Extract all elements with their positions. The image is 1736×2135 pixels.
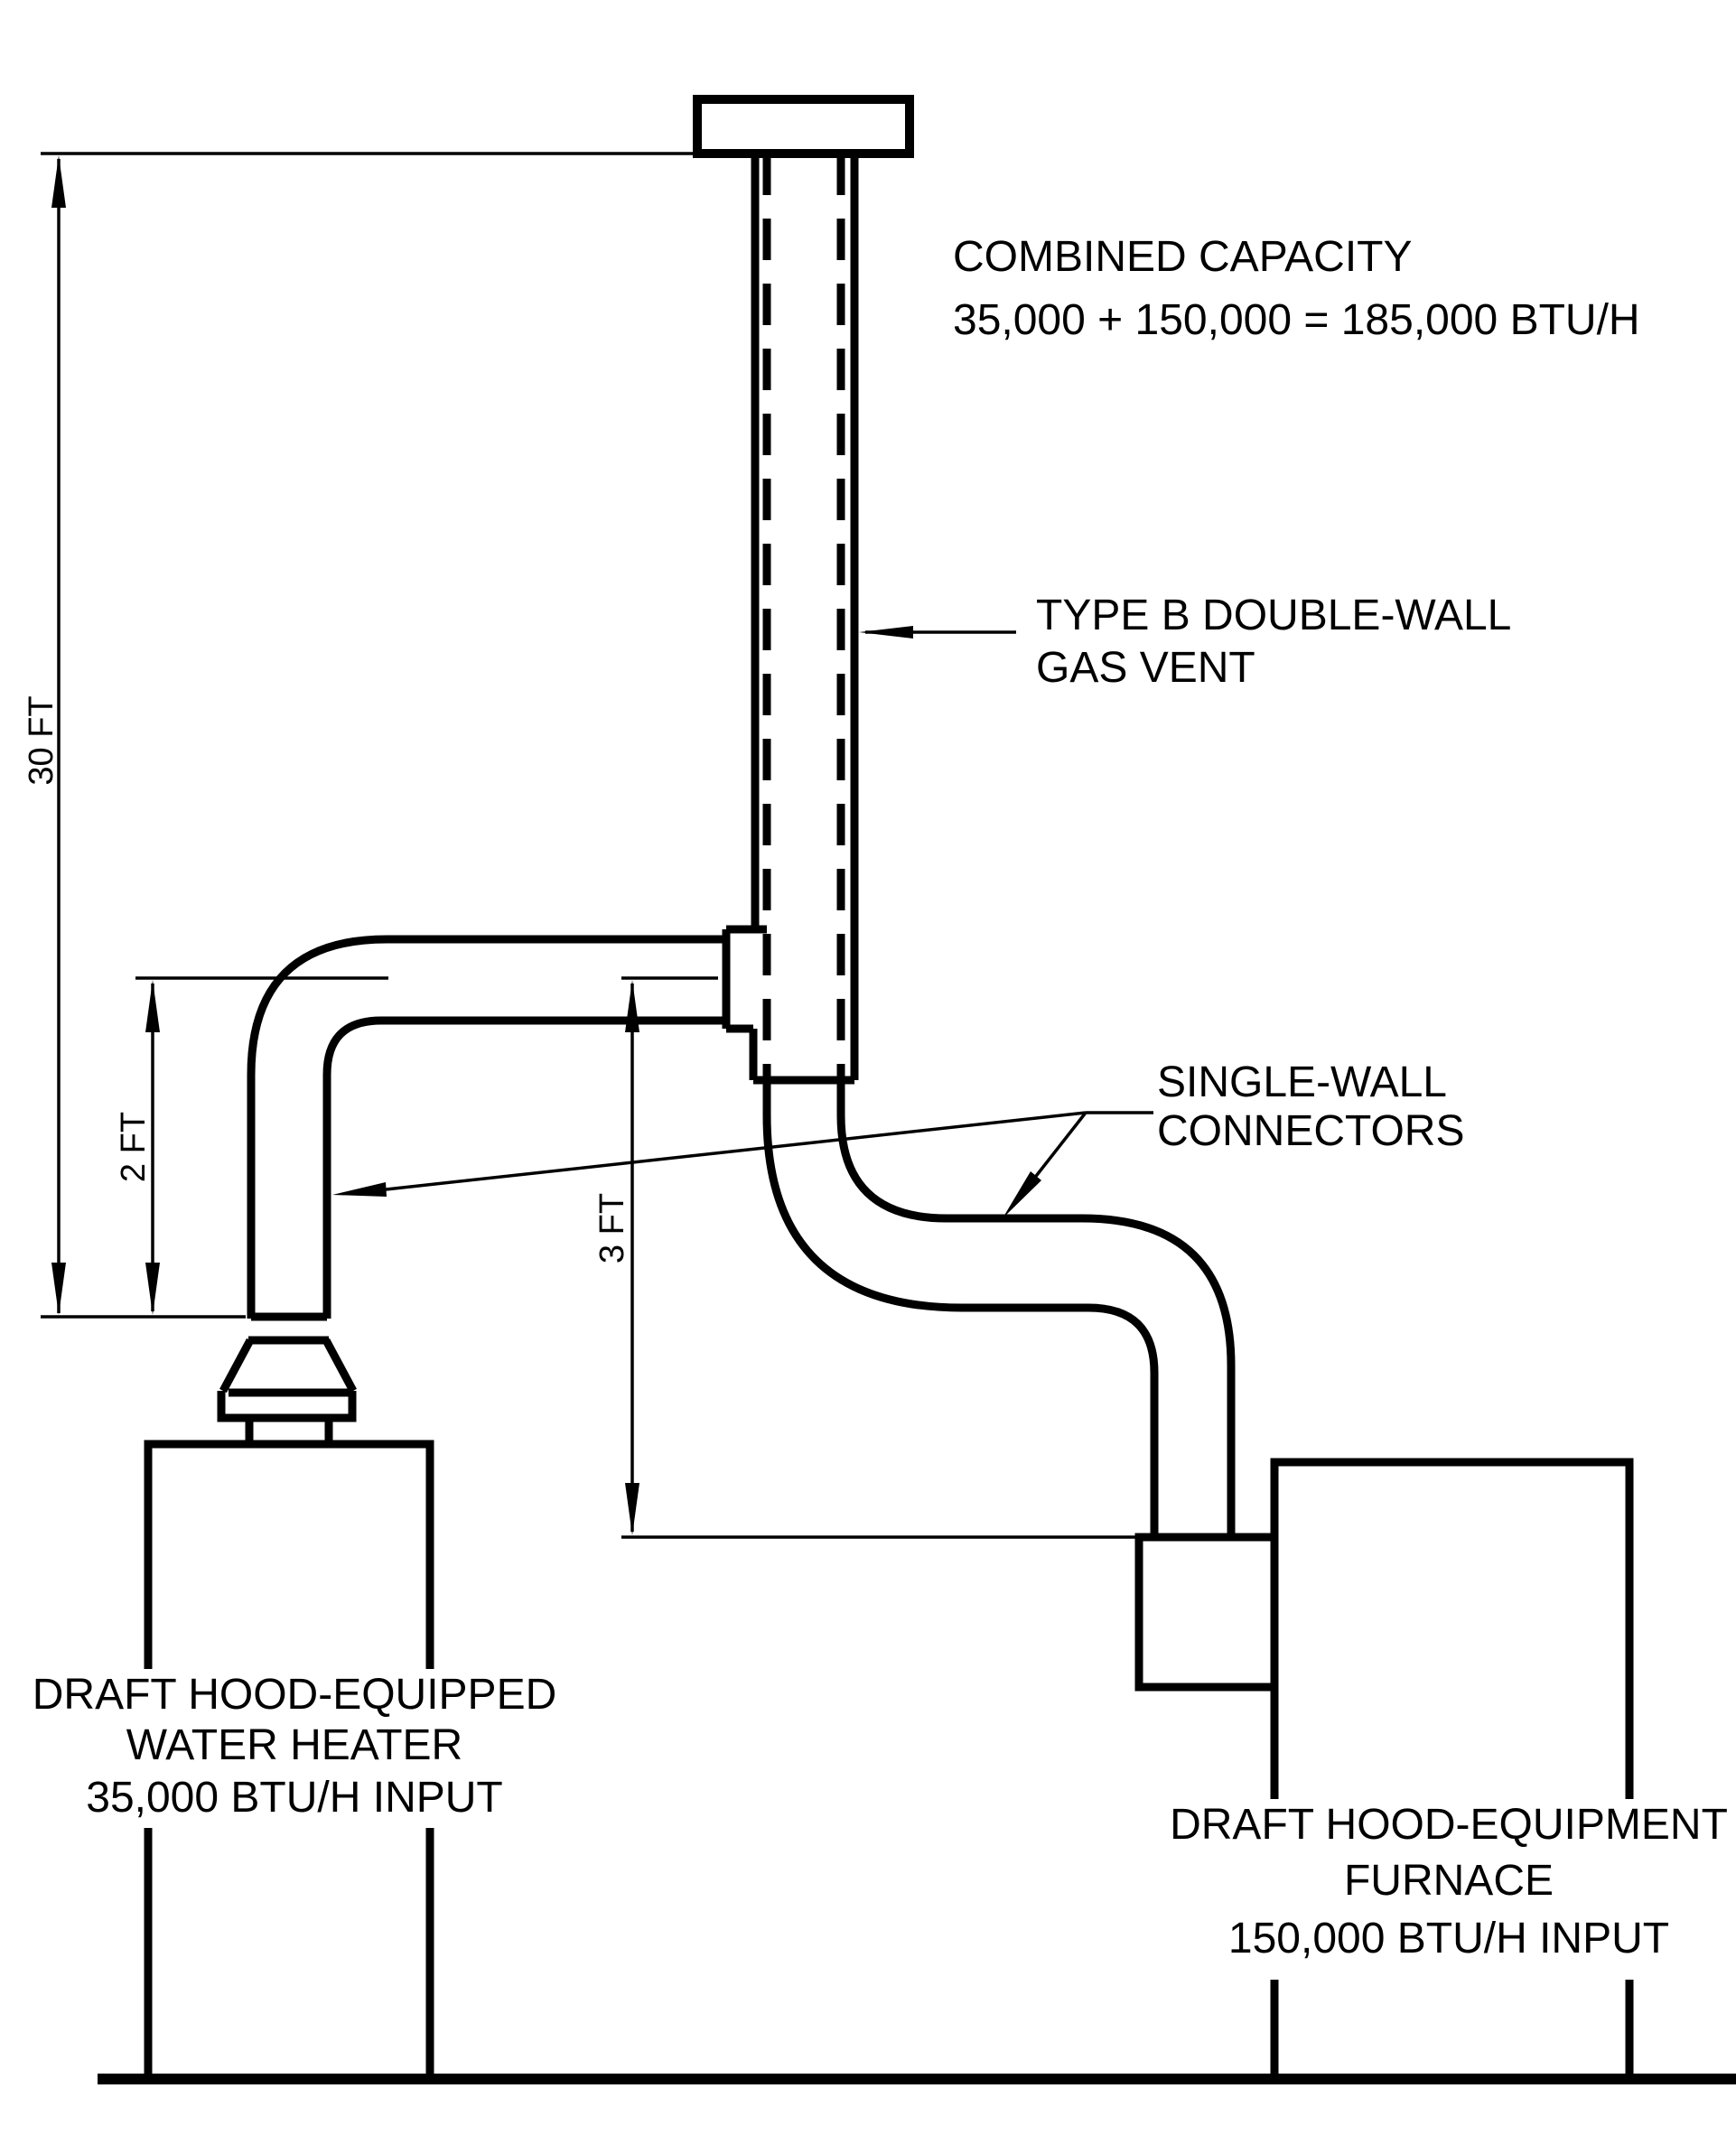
water-heater: DRAFT HOOD-EQUIPPED WATER HEATER 35,000 … (33, 1440, 557, 2079)
furnace-box (1270, 1458, 1634, 2079)
furnace-caption-line3: 150,000 BTU/H INPUT (1228, 1915, 1669, 1963)
left-arrow-icon (859, 626, 913, 639)
vent-tee (722, 925, 854, 1085)
caption-mask (52, 1669, 535, 1828)
furnace: DRAFT HOOD-EQUIPMENT FURNACE 150,000 BTU… (1170, 1458, 1728, 2079)
connector-inner-wall (322, 1016, 724, 1319)
combined-capacity-line2: 35,000 + 150,000 = 185,000 BTU/H (953, 296, 1640, 344)
connector-upper-wall (836, 1080, 1236, 1537)
dimension-3ft: 3 FT (593, 976, 1139, 1539)
water-heater-caption-line3: 35,000 BTU/H INPUT (86, 1774, 502, 1822)
draft-hood (217, 1312, 357, 1444)
leader-arrow-right-icon (1003, 1171, 1041, 1218)
up-arrow-icon (51, 155, 66, 208)
dimension-label-3ft: 3 FT (593, 1193, 631, 1263)
hood-flare-left (219, 1338, 254, 1394)
dimension-2ft: 2 FT (115, 976, 388, 1315)
water-heater-caption-line2: WATER HEATER (126, 1721, 462, 1769)
furnace-connector (762, 1080, 1279, 1692)
dimension-30ft: 30 FT (23, 152, 697, 1319)
water-heater-caption-line1: DRAFT HOOD-EQUIPPED (33, 1671, 557, 1719)
type-b-line2: GAS VENT (1036, 644, 1255, 692)
type-b-line1: TYPE B DOUBLE-WALL (1036, 592, 1511, 639)
gas-vent-pipe (722, 154, 859, 1085)
label-combined-capacity: COMBINED CAPACITY 35,000 + 150,000 = 185… (953, 233, 1640, 344)
label-type-b-vent: TYPE B DOUBLE-WALL GAS VENT (859, 592, 1511, 692)
water-heater-connector (247, 935, 728, 1319)
down-arrow-icon (51, 1263, 66, 1315)
leader-line-left (360, 1111, 1087, 1194)
hood-flare-right (322, 1338, 357, 1394)
down-arrow-icon (625, 1483, 639, 1535)
label-single-wall-connectors: SINGLE-WALL CONNECTORS (332, 1058, 1464, 1218)
connector-lower-wall (762, 1080, 1159, 1537)
single-wall-line2: CONNECTORS (1157, 1107, 1464, 1155)
hood-skirt-outline (217, 1391, 357, 1422)
vent-cap (693, 95, 914, 158)
dimension-label-2ft: 2 FT (115, 1112, 153, 1182)
connector-outer-wall (247, 935, 728, 1319)
up-arrow-icon (145, 980, 160, 1032)
furnace-caption-line2: FURNACE (1344, 1857, 1554, 1905)
furnace-flue-collar (1134, 1533, 1279, 1692)
combined-capacity-line1: COMBINED CAPACITY (953, 233, 1413, 281)
furnace-caption-line1: DRAFT HOOD-EQUIPMENT (1170, 1801, 1728, 1849)
dimension-label-30ft: 30 FT (23, 695, 61, 785)
single-wall-line1: SINGLE-WALL (1157, 1058, 1447, 1106)
leader-arrow-left-icon (332, 1182, 387, 1197)
caption-mask (1194, 1799, 1705, 1980)
rain-cap (693, 95, 914, 158)
down-arrow-icon (145, 1263, 160, 1315)
